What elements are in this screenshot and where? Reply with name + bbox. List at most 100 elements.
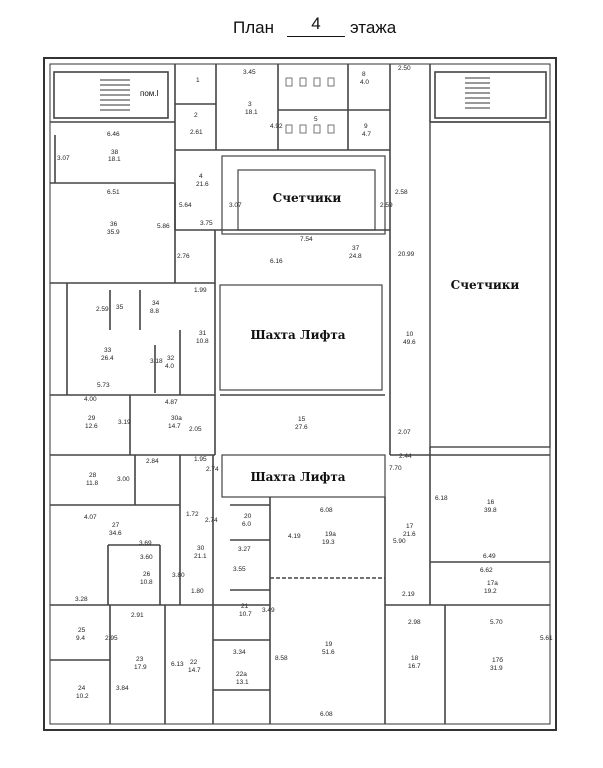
room-number: 30 — [197, 545, 205, 552]
room-area: 4.0 — [360, 79, 369, 86]
dimension: 6.13 — [171, 661, 184, 668]
dimension: 2.61 — [190, 129, 203, 136]
dimension: 3.69 — [139, 540, 152, 547]
room-number: 24 — [78, 685, 86, 692]
dimension: 3.80 — [172, 572, 185, 579]
dimension: 2.44 — [399, 453, 412, 460]
dimension: 2.76 — [177, 253, 190, 260]
room-area: 14.7 — [188, 667, 201, 674]
dimension: 5.73 — [97, 382, 110, 389]
meters-label-right: Счетчики — [451, 278, 520, 292]
room-number: 10 — [406, 331, 414, 338]
room-number: 3 — [248, 101, 252, 108]
dimension: 1.95 — [194, 456, 207, 463]
room-area: 35.9 — [107, 229, 120, 236]
room-number: 20 — [244, 513, 252, 520]
dimension-labels: 3.45 2.50 4.92 2.61 6.46 3.07 6.51 5.64 … — [57, 65, 553, 718]
dimension: 8.58 — [275, 655, 288, 662]
dimension: 2.98 — [408, 619, 421, 626]
dimension: 3.84 — [116, 685, 129, 692]
room-number: 15 — [298, 416, 306, 423]
stairs — [100, 77, 490, 111]
room-area: 21.6 — [196, 181, 209, 188]
room-number: 9 — [364, 123, 368, 130]
room-number: 4 — [199, 173, 203, 180]
premises-label: пом.I — [140, 89, 159, 98]
dimension: 5.64 — [179, 202, 192, 209]
dimension: 4.00 — [84, 396, 97, 403]
room-number: 17 — [406, 523, 414, 530]
dimension: 6.51 — [107, 189, 120, 196]
room-area: 14.7 — [168, 423, 181, 430]
room-area: 8.8 — [150, 308, 159, 315]
room-area: 18.1 — [108, 156, 121, 163]
room-number: 31 — [199, 330, 207, 337]
room-number: 33 — [104, 347, 112, 354]
plan-title: План 4 этажа — [0, 14, 603, 44]
dimension: 3.07 — [229, 202, 242, 209]
dimension: 4.92 — [270, 123, 283, 130]
dimension: 4.87 — [165, 399, 178, 406]
room-number: 22а — [236, 671, 247, 678]
room-area: 17.9 — [134, 664, 147, 671]
dimension: 2.95 — [105, 635, 118, 642]
room-number: 32 — [167, 355, 175, 362]
room-area: 21.1 — [194, 553, 207, 560]
meters-label-top: Счетчики — [273, 191, 342, 205]
room-area: 19.3 — [322, 539, 335, 546]
toilet-fixtures — [285, 77, 335, 134]
room-number: 30а — [171, 415, 182, 422]
interior-walls — [50, 64, 551, 724]
room-area: 18.1 — [245, 109, 258, 116]
dimension: 3.28 — [75, 596, 88, 603]
room-area: 10.2 — [76, 693, 89, 700]
dimension: 6.18 — [435, 495, 448, 502]
dimension: 1.80 — [191, 588, 204, 595]
room-area: 49.6 — [403, 339, 416, 346]
dimension: 6.08 — [320, 507, 333, 514]
dimension: 2.07 — [398, 429, 411, 436]
dimension: 3.00 — [117, 476, 130, 483]
room-area: 13.1 — [236, 679, 249, 686]
dimension: 2.91 — [131, 612, 144, 619]
room-number: 17а — [487, 580, 498, 587]
room-number: 37 — [352, 245, 360, 252]
title-floor-number: 4 — [287, 14, 345, 37]
room-number: 18 — [411, 655, 419, 662]
room-area: 19.2 — [484, 588, 497, 595]
elevator-shaft-label-2: Шахта Лифта — [250, 470, 345, 484]
room-number: 28 — [89, 472, 97, 479]
room-area: 10.8 — [196, 338, 209, 345]
dimension: 3.60 — [140, 554, 153, 561]
dimension: 6.08 — [320, 711, 333, 718]
room-area: 21.6 — [403, 531, 416, 538]
dimension: 2.50 — [398, 65, 411, 72]
room-number: 29 — [88, 415, 96, 422]
room-area: 12.6 — [85, 423, 98, 430]
room-area: 51.6 — [322, 649, 335, 656]
room-area: 31.9 — [490, 665, 503, 672]
dimension: 20.99 — [398, 251, 415, 258]
dimension: 6.46 — [107, 131, 120, 138]
room-number: 1 — [196, 77, 200, 84]
dimension: 4.07 — [84, 514, 97, 521]
room-area: 4.0 — [165, 363, 174, 370]
dimension: 3.34 — [233, 649, 246, 656]
room-area: 11.8 — [86, 480, 99, 487]
dimension: 2.74 — [205, 517, 218, 524]
dimension: 2.59 — [96, 306, 109, 313]
dimension: 3.49 — [262, 607, 275, 614]
room-number: 35 — [116, 304, 124, 311]
dimension: 4.19 — [288, 533, 301, 540]
dimension: 3.45 — [243, 69, 256, 76]
dimension: 2.84 — [146, 458, 159, 465]
title-suffix: этажа — [350, 18, 397, 37]
dimension: 6.49 — [483, 553, 496, 560]
dimension: 1.72 — [186, 511, 199, 518]
dimension: 5.90 — [393, 538, 406, 545]
room-area: 24.8 — [349, 253, 362, 260]
outer-walls — [43, 57, 557, 731]
dimension: 7.54 — [300, 236, 313, 243]
title-prefix: План — [233, 18, 274, 37]
